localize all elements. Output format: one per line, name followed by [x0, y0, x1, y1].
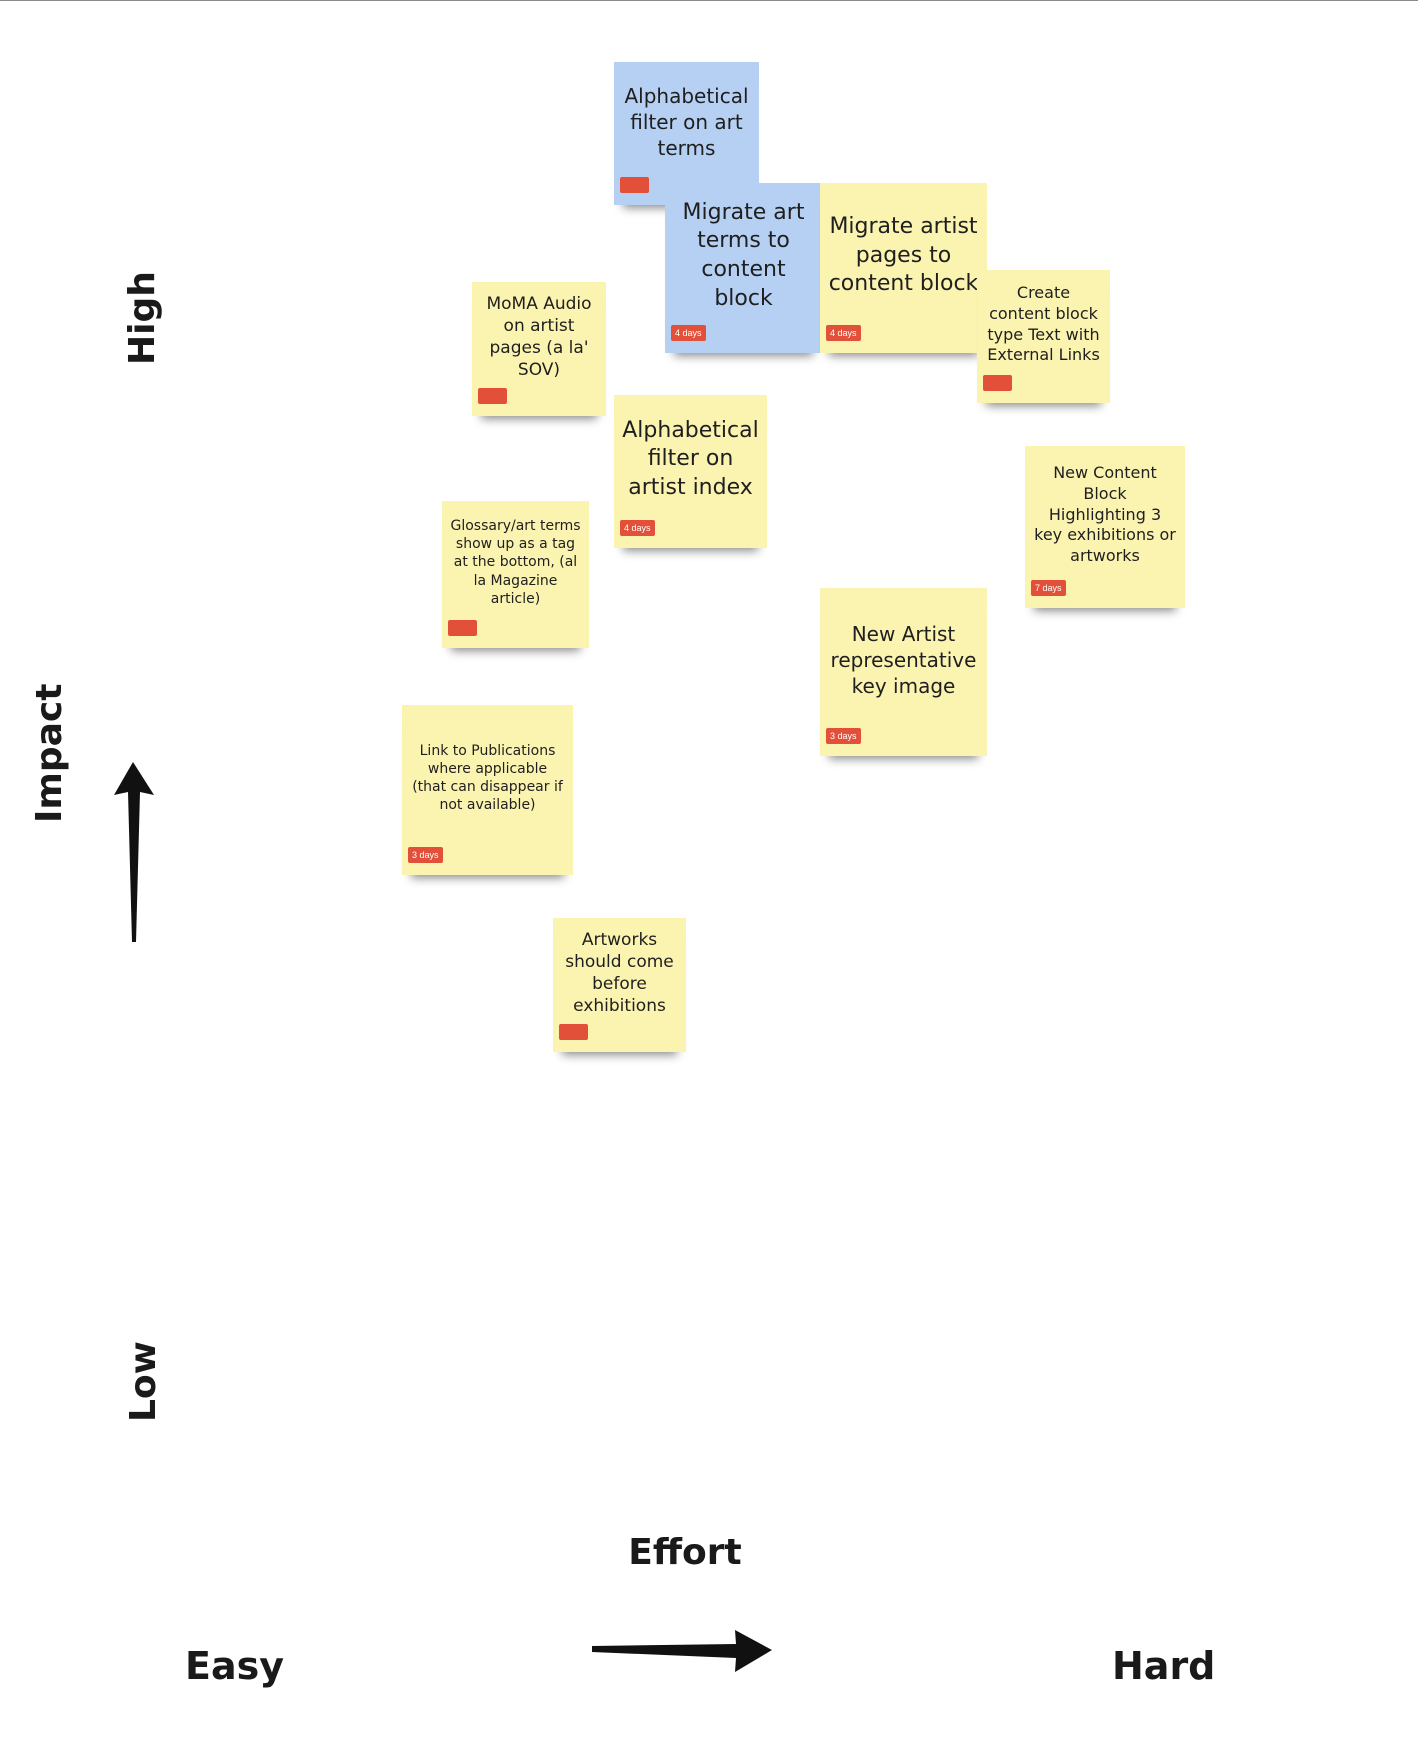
axis-y-title: Impact [29, 683, 70, 823]
note-text: Migrate art terms to content block [682, 199, 805, 311]
sticky-note-migrate-artist-pages[interactable]: Migrate artist pages to content block 4 … [820, 183, 987, 353]
sticky-note-alphabetical-filter-art-terms[interactable]: Alphabetical filter on art terms [614, 62, 759, 205]
note-tag: 3 days [408, 847, 443, 863]
note-text: Alphabetical filter on artist index [622, 417, 759, 500]
sticky-note-new-content-block-highlighting[interactable]: New Content Block Highlighting 3 key exh… [1025, 446, 1185, 608]
note-tag [559, 1024, 588, 1040]
note-tag [620, 177, 649, 193]
note-text: Artworks should come before exhibitions [565, 929, 674, 1017]
note-text: MoMA Audio on artist pages (a la' SOV) [486, 293, 592, 381]
note-text: Glossary/art terms show up as a tag at t… [450, 518, 581, 607]
sticky-note-alphabetical-filter-artist-index[interactable]: Alphabetical filter on artist index 4 da… [614, 395, 767, 548]
note-text: Create content block type Text with Exte… [987, 282, 1100, 365]
axis-x-title: Effort [628, 1532, 742, 1573]
impact-arrow-icon [114, 762, 154, 942]
sticky-note-moma-audio[interactable]: MoMA Audio on artist pages (a la' SOV) [472, 282, 606, 416]
axis-x-high-label: Hard [1112, 1644, 1216, 1688]
note-tag [478, 388, 507, 404]
note-text: Link to Publications where applicable (t… [412, 742, 563, 814]
note-tag: 4 days [620, 520, 655, 536]
note-tag: 3 days [826, 728, 861, 744]
sticky-note-new-artist-key-image[interactable]: New Artist representative key image 3 da… [820, 588, 987, 756]
note-tag: 7 days [1031, 580, 1066, 596]
note-text: New Content Block Highlighting 3 key exh… [1034, 463, 1176, 566]
note-tag: 4 days [826, 325, 861, 341]
sticky-note-link-to-publications[interactable]: Link to Publications where applicable (t… [402, 705, 573, 875]
note-text: Alphabetical filter on art terms [624, 83, 749, 160]
effort-arrow-icon [592, 1630, 772, 1672]
note-tag: 4 days [671, 325, 706, 341]
note-text: New Artist representative key image [830, 622, 977, 698]
sticky-note-artworks-before-exhibitions[interactable]: Artworks should come before exhibitions [553, 918, 686, 1052]
top-border [0, 0, 1418, 1]
note-tag [983, 375, 1012, 391]
axis-y-high-label: High [122, 271, 163, 365]
sticky-note-create-content-block-text[interactable]: Create content block type Text with Exte… [977, 270, 1110, 403]
axis-y-low-label: Low [123, 1341, 164, 1422]
axis-x-low-label: Easy [185, 1644, 284, 1688]
sticky-note-glossary-art-terms-tag[interactable]: Glossary/art terms show up as a tag at t… [442, 501, 589, 648]
note-text: Migrate artist pages to content block [828, 214, 979, 297]
note-tag [448, 620, 477, 636]
sticky-note-migrate-art-terms[interactable]: Migrate art terms to content block 4 day… [665, 183, 822, 353]
